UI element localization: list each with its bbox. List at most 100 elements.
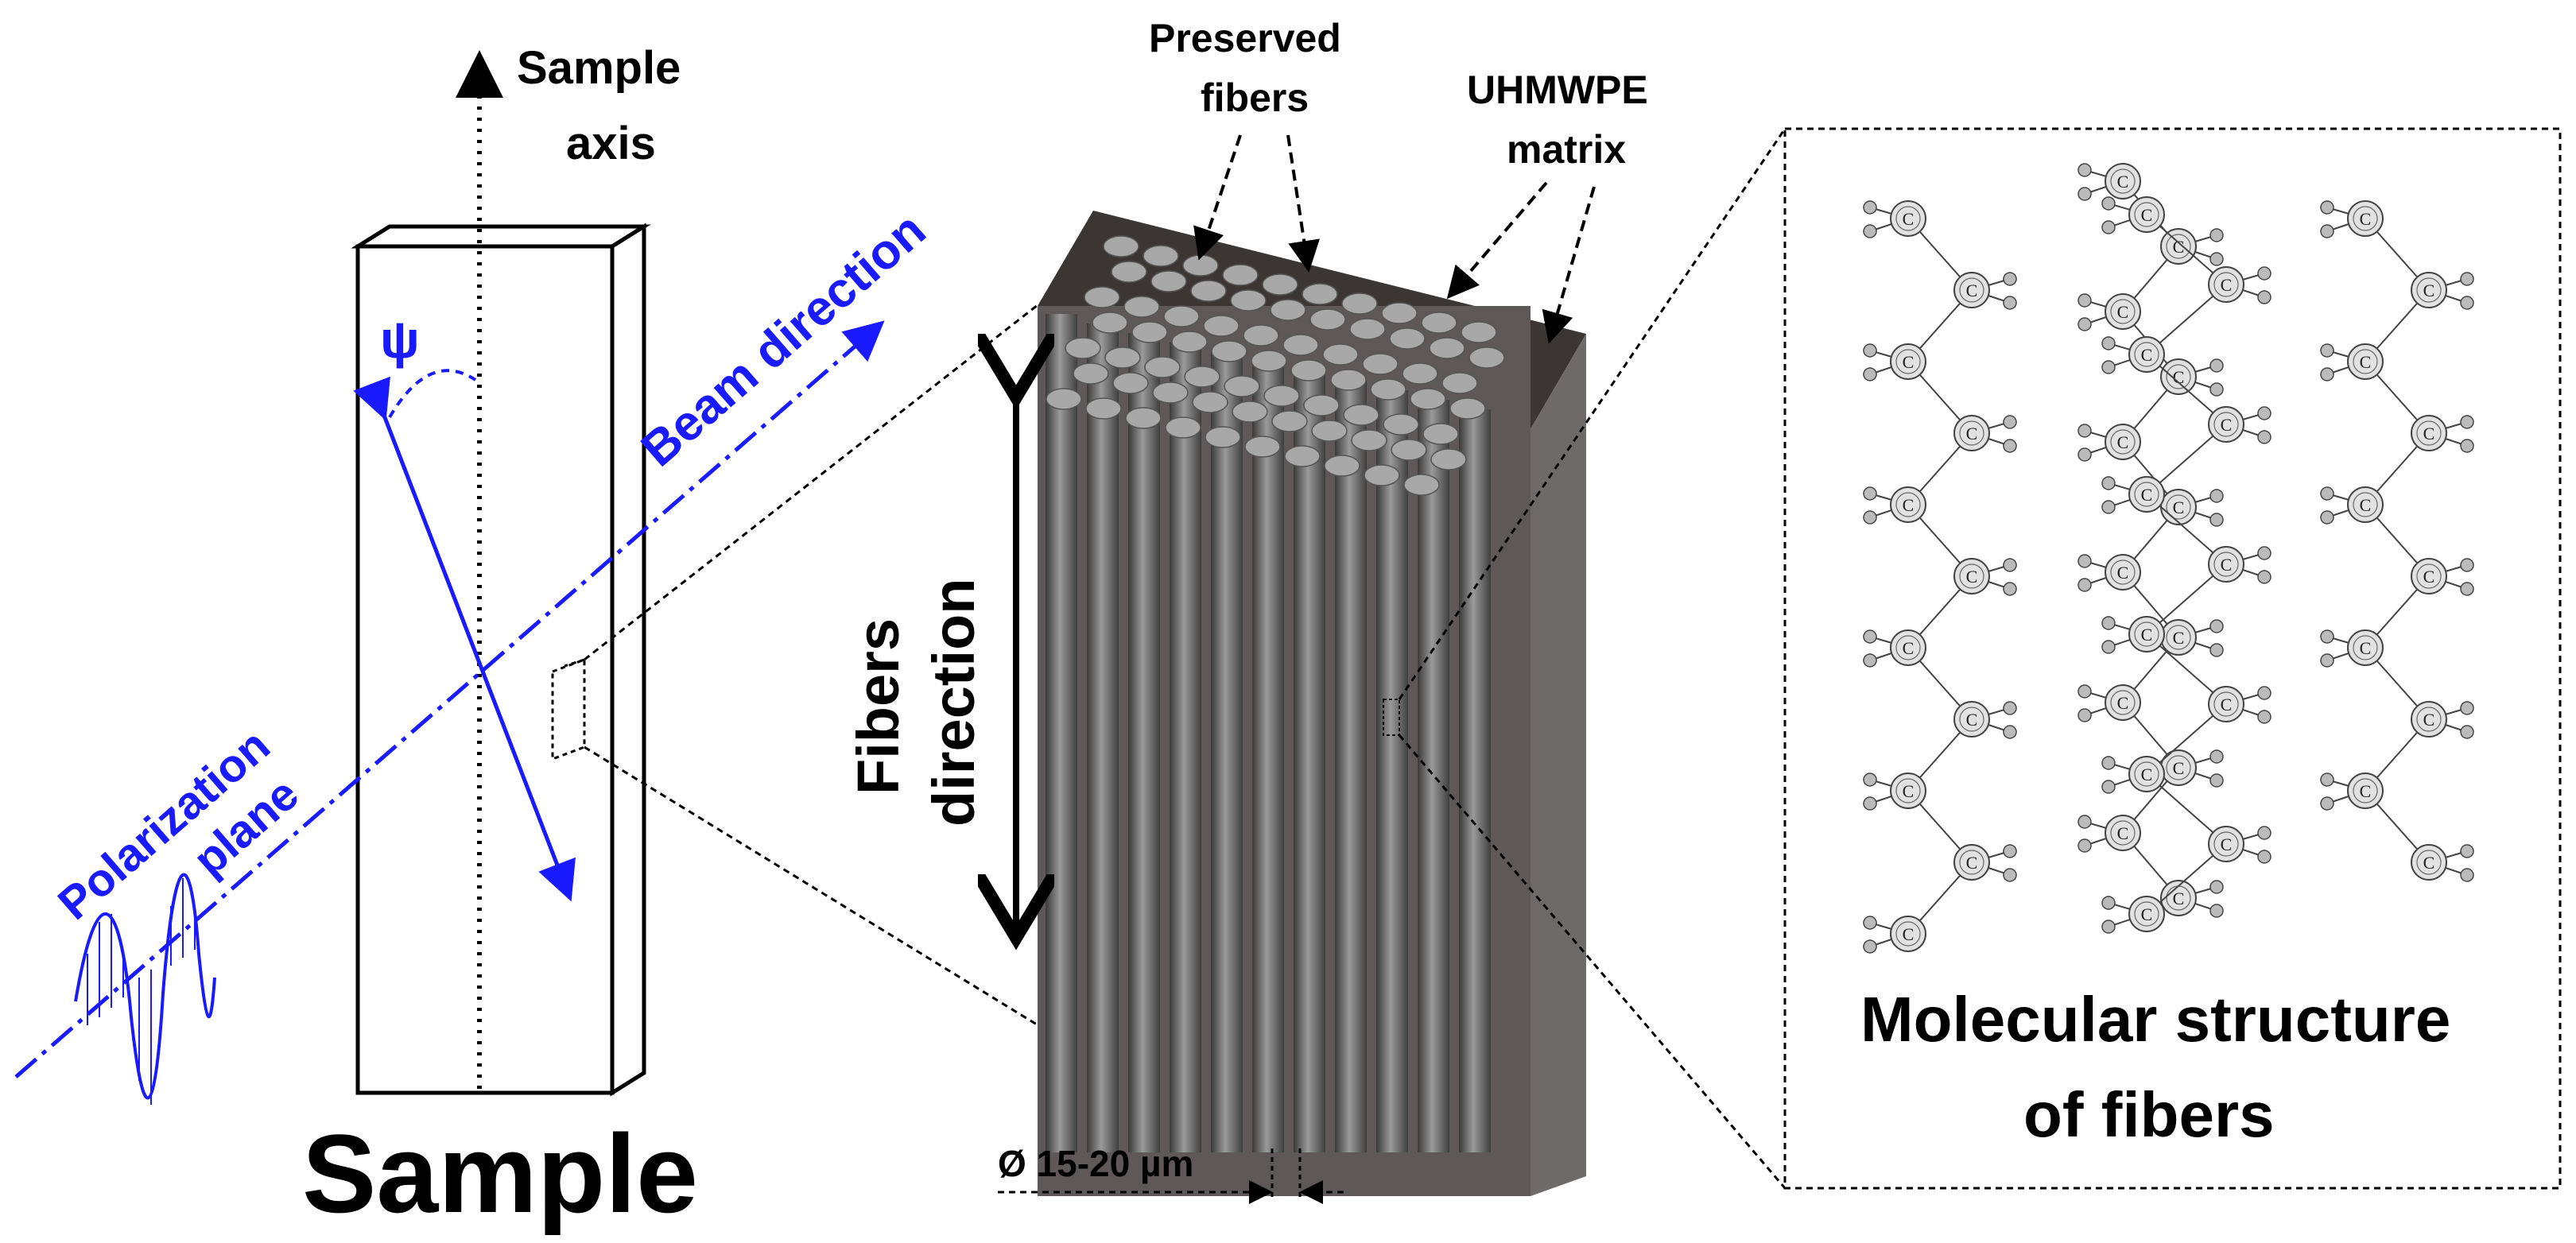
fiber-end [1205, 426, 1241, 448]
carbon-symbol: C [2173, 498, 2185, 517]
fiber [1459, 409, 1491, 1152]
carbon-symbol: C [1966, 567, 1978, 587]
carbon-symbol: C [1903, 352, 1915, 372]
carbon-symbol: C [2173, 758, 2185, 778]
hydrogen-atom [2320, 343, 2334, 358]
hydrogen-atom [2077, 578, 2092, 592]
carbon-symbol: C [2360, 495, 2372, 515]
hydrogen-atom [1863, 510, 1877, 525]
fiber-end [1184, 366, 1220, 388]
fiber-end [1085, 397, 1122, 420]
fiber-end [1410, 388, 1446, 410]
hydrogen-atom [2257, 430, 2271, 444]
matrix-arrow-1 [1446, 181, 1548, 300]
molecular-label-2: of fibers [2023, 1079, 2275, 1150]
fiber [1211, 352, 1243, 1152]
hydrogen-atom [2077, 815, 2092, 829]
preserved-fibers-label-1: Preserved [1149, 16, 1341, 60]
hydrogen-atom [2003, 582, 2017, 596]
hydrogen-atom [2101, 220, 2116, 234]
fiber-end [1251, 350, 1287, 372]
carbon-symbol: C [2117, 693, 2129, 713]
hydrogen-atom [2077, 293, 2092, 308]
hydrogen-atom [2101, 756, 2116, 770]
hydrogen-atom [2101, 476, 2116, 490]
hydrogen-atom [2257, 686, 2271, 700]
fiber-end [1232, 401, 1268, 423]
hydrogen-atom [2460, 296, 2474, 310]
hydrogen-atom [2460, 439, 2474, 453]
fiber-end [1429, 337, 1465, 359]
hydrogen-atom [2257, 826, 2271, 840]
carbon-symbol: C [2423, 567, 2435, 587]
hydrogen-atom [2077, 684, 2092, 699]
hydrogen-atom [2003, 701, 2017, 715]
fiber [1376, 390, 1408, 1152]
carbon-symbol: C [1903, 638, 1915, 658]
hydrogen-atom [2101, 640, 2116, 654]
beam-direction-label: Beam direction [631, 203, 936, 478]
zoom-line-top [584, 300, 1042, 661]
hydrogen-atom [2003, 272, 2017, 286]
carbon-symbol: C [1966, 281, 1978, 300]
diameter-label: Ø 15-20 µm [998, 1143, 1193, 1184]
carbon-symbol: C [2423, 281, 2435, 300]
fiber-end [1441, 372, 1478, 394]
preserved-arrow-2 [1286, 134, 1320, 273]
polarization-wave [74, 873, 216, 1100]
hydrogen-atom [2257, 570, 2271, 584]
carbon-symbol: C [2141, 904, 2153, 924]
carbon-symbol: C [1903, 781, 1915, 801]
fiber-end [1092, 312, 1128, 334]
carbon-symbol: C [1903, 209, 1915, 229]
hydrogen-atom [2209, 619, 2224, 633]
hydrogen-atom [2320, 510, 2334, 525]
zoom-line-2-bottom [1398, 734, 1787, 1189]
preserved-fibers-label-2: fibers [1201, 76, 1309, 120]
fiber-end [1311, 420, 1348, 442]
fiber-end [1370, 378, 1406, 401]
hydrogen-atom [2460, 415, 2474, 429]
fiber-end [1449, 397, 1486, 420]
fiber-end [1383, 413, 1419, 436]
fiber [1252, 362, 1284, 1152]
carbon-symbol: C [1966, 710, 1978, 730]
fiber-end [1468, 347, 1505, 369]
fiber-end [1123, 296, 1160, 318]
carbon-symbol: C [2423, 853, 2435, 873]
carbon-symbol: C [2221, 555, 2233, 575]
hydrogen-atom [2320, 773, 2334, 787]
fiber-end [1243, 324, 1279, 347]
sample-axis-label-2: axis [566, 118, 656, 169]
hydrogen-atom [2209, 749, 2224, 764]
fiber [1335, 381, 1367, 1152]
fiber-end [1391, 439, 1427, 461]
matrix-label-1: UHMWPE [1467, 68, 1648, 112]
carbon-symbol: C [2117, 432, 2129, 452]
block-inspection-box [1383, 699, 1400, 736]
fiber-end [1422, 423, 1459, 445]
molecular-chains: CCCCCCCCCCCCCCCCCCCCCCCCCCCCCCCCCCCCCCCC… [1863, 163, 2474, 954]
carbon-symbol: C [2173, 628, 2185, 648]
matrix-label-2: matrix [1507, 127, 1626, 172]
hydrogen-atom [2077, 838, 2092, 853]
hydrogen-atom [2209, 252, 2224, 266]
fiber-end [1302, 283, 1338, 305]
hydrogen-atom [2320, 486, 2334, 501]
matrix-arrow-2 [1542, 186, 1596, 344]
carbon-symbol: C [1903, 495, 1915, 515]
fiber-end [1403, 474, 1440, 496]
carbon-symbol: C [2360, 781, 2372, 801]
hydrogen-atom [2209, 513, 2224, 527]
fiber-end [1322, 343, 1359, 366]
carbon-symbol: C [2221, 695, 2233, 714]
carbon-symbol: C [1966, 424, 1978, 443]
carbon-symbol: C [2423, 710, 2435, 730]
fiber [1418, 400, 1449, 1152]
fiber-end [1230, 289, 1267, 312]
hydrogen-atom [2209, 382, 2224, 397]
hydrogen-atom [1863, 653, 1877, 668]
fiber-end [1389, 327, 1426, 350]
hydrogen-atom [2460, 701, 2474, 715]
carbon-symbol: C [2141, 765, 2153, 784]
